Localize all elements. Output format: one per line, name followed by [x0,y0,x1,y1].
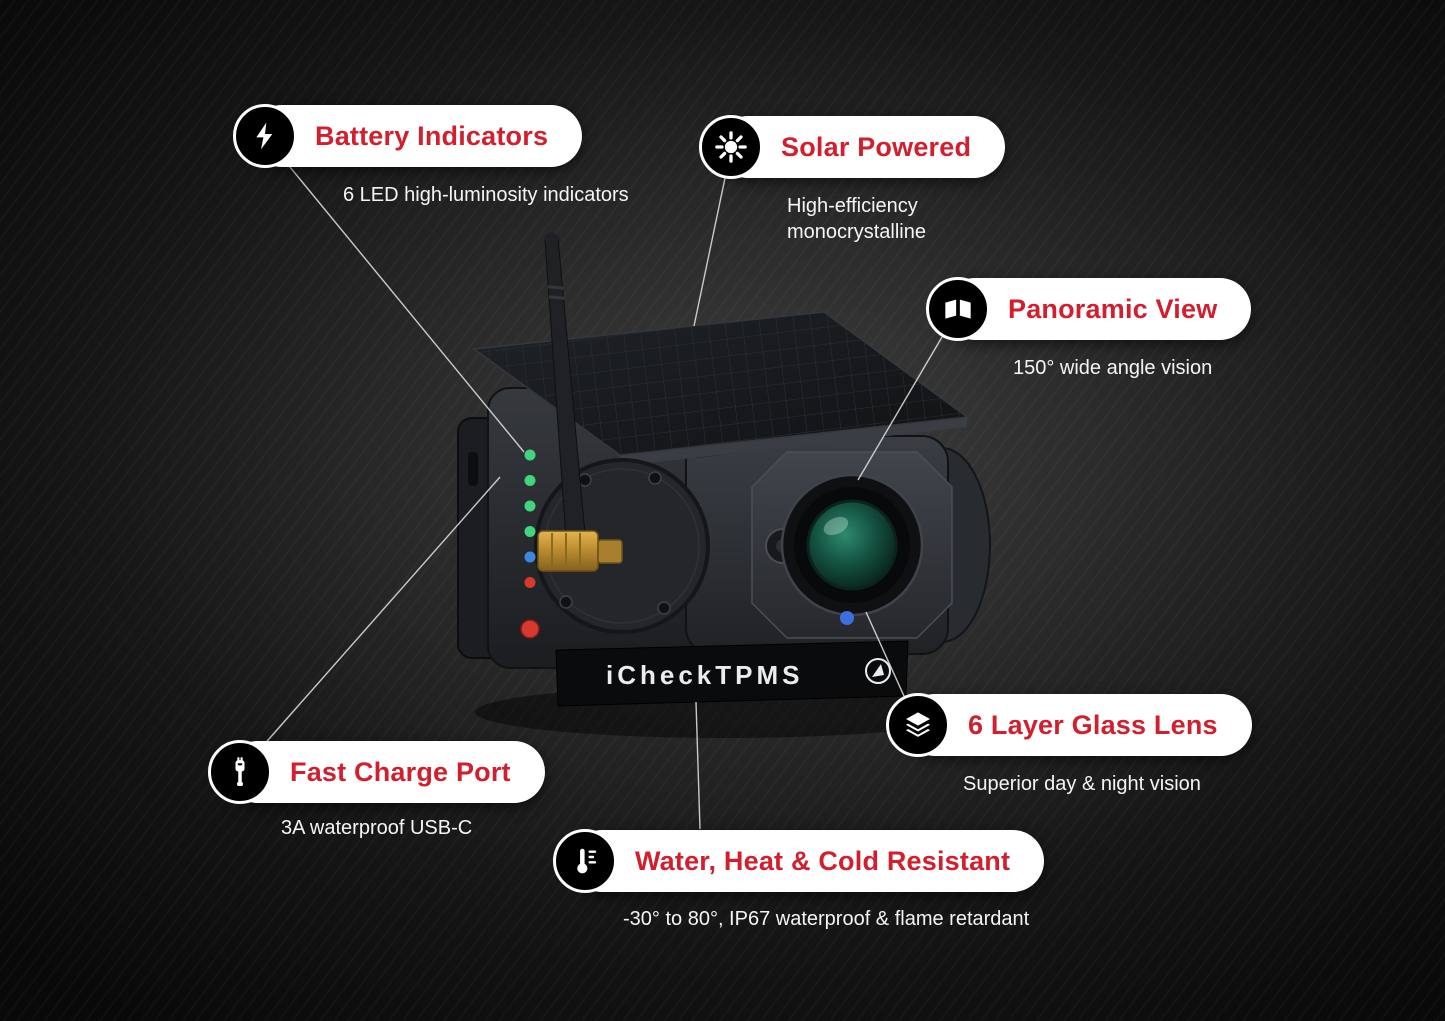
antenna-connector [537,530,623,572]
connector-line-fast-charge-port [260,476,501,749]
led-indicator-1 [524,449,536,461]
brand-label: iCheckTPMS [606,660,804,690]
brand-bar: iCheckTPMS [555,640,909,707]
feature-subtitle: -30° to 80°, IP67 waterproof & flame ret… [623,908,1030,930]
feature-subtitle: 6 LED high-luminosity indicators [343,184,629,206]
led-indicator-6 [524,577,536,588]
feature-title: Solar Powered [781,131,972,162]
usb-cable-icon [208,740,272,804]
led-indicator-5 [524,551,536,563]
connector-line-water-heat-cold [695,701,701,830]
layers-icon [886,693,950,757]
lightning-bolt-icon [233,104,297,168]
solar-panel-edge [620,417,967,466]
solar-panel [471,311,969,466]
power-button [520,619,540,639]
feature-title: Panoramic View [1008,293,1218,324]
sun-icon [699,115,763,179]
screw-icon [559,595,573,609]
feature-title: 6 Layer Glass Lens [968,709,1218,740]
feature-title: Water, Heat & Cold Resistant [635,845,1011,876]
screw-icon [657,601,671,615]
feature-pill: Panoramic View [944,278,1252,340]
feature-title: Fast Charge Port [290,756,511,787]
camera-lens [780,473,924,617]
feature-subtitle: Superior day & night vision [963,773,1201,795]
screw-icon [648,471,662,485]
feature-pill: Solar Powered [717,116,1006,178]
brand-logo-icon [865,658,891,684]
feature-subtitle: 150° wide angle vision [1013,357,1213,379]
connector-line-six-layer-glass-lens [865,611,905,697]
feature-subtitle: 3A waterproof USB-C [281,817,473,839]
led-indicator-4 [524,526,536,537]
solar-panel-grid [474,312,967,455]
feature-title: Battery Indicators [315,120,549,151]
feature-pill: 6 Layer Glass Lens [904,694,1252,756]
usb-port [468,452,478,486]
thermometer-icon [553,829,617,893]
panorama-icon [926,277,990,341]
feature-pill: Battery Indicators [251,105,583,167]
feature-pill: Fast Charge Port [226,741,545,803]
status-led [840,611,854,625]
feature-pill: Water, Heat & Cold Resistant [571,830,1045,892]
connector-line-panoramic-view [857,336,943,481]
connector-line-solar-powered [693,177,726,327]
feature-subtitle: High-efficiency monocrystalline [787,195,926,243]
connector-line-battery-indicators [284,160,525,453]
led-indicator-3 [524,500,536,512]
led-indicator-2 [524,475,536,486]
led-indicators [524,449,536,588]
